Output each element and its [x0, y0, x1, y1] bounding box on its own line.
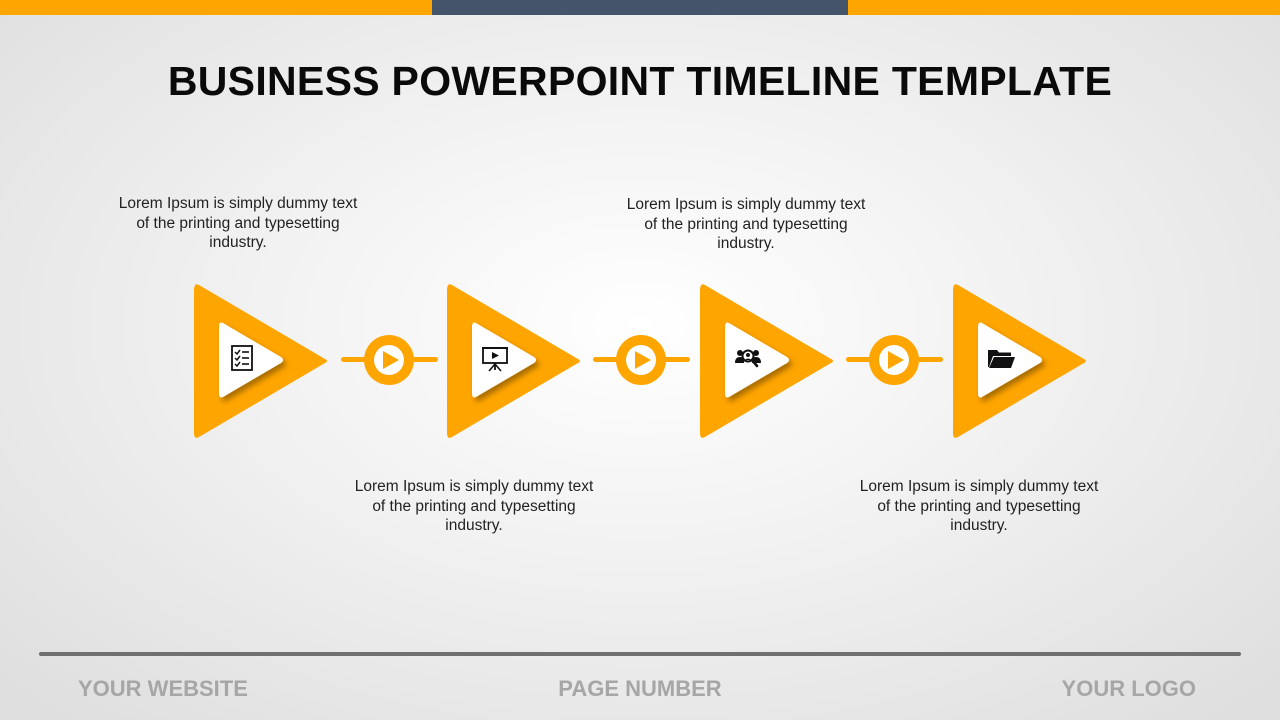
- step-4-description: Lorem Ipsum is simply dummy text of the …: [859, 478, 1099, 534]
- footer-divider: [39, 652, 1241, 656]
- checklist-icon: [231, 345, 253, 371]
- step-2-description: Lorem Ipsum is simply dummy text of the …: [354, 478, 594, 534]
- step-2-triangle: [446, 283, 582, 439]
- step-3-triangle: [699, 283, 835, 439]
- play-circle-3: [869, 335, 919, 385]
- play-circle-1: [364, 335, 414, 385]
- step-1-description: Lorem Ipsum is simply dummy text of the …: [118, 195, 358, 251]
- play-circle-2: [616, 335, 666, 385]
- step-3-description: Lorem Ipsum is simply dummy text of the …: [626, 196, 866, 252]
- slide-title: BUSINESS POWERPOINT TIMELINE TEMPLATE: [167, 58, 1113, 104]
- top-bar-left: [0, 0, 432, 15]
- play-icon: [374, 345, 404, 375]
- presentation-board-icon: [482, 347, 508, 372]
- step-4-triangle: [952, 283, 1088, 439]
- footer-website: YOUR WEBSITE: [78, 676, 248, 701]
- team-search-icon: [735, 349, 761, 368]
- step-1-triangle: [193, 283, 329, 439]
- top-bar-right: [848, 0, 1280, 15]
- top-bar-middle: [432, 0, 848, 15]
- footer-page-number: PAGE NUMBER: [558, 676, 722, 701]
- play-icon: [626, 345, 656, 375]
- footer-logo: YOUR LOGO: [1061, 676, 1196, 701]
- folder-icon: [988, 350, 1015, 368]
- play-icon: [879, 345, 909, 375]
